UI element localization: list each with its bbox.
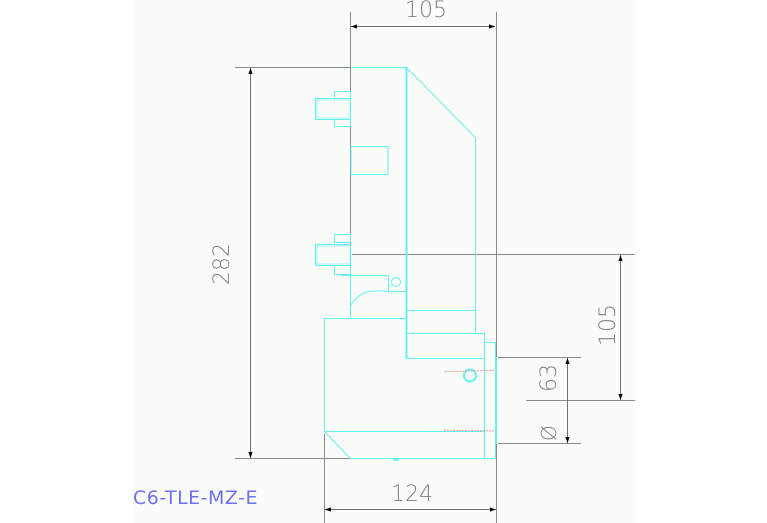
dim-text-overall-height: 282 xyxy=(210,243,235,285)
dim-text-bore-height: 63 xyxy=(537,364,562,392)
dim-text-bottom-width: 124 xyxy=(391,482,433,507)
dim-text-right-height: 105 xyxy=(596,304,621,346)
dimension-arrows xyxy=(248,24,623,512)
dimension-lines xyxy=(235,12,635,523)
part-number-label: C6-TLE-MZ-E xyxy=(133,487,258,509)
part-outline xyxy=(315,66,497,461)
drawing-sheet xyxy=(133,0,633,523)
diameter-symbol: Ø xyxy=(537,425,561,441)
center-lines xyxy=(443,370,495,432)
dim-text-top-width: 105 xyxy=(405,0,447,23)
